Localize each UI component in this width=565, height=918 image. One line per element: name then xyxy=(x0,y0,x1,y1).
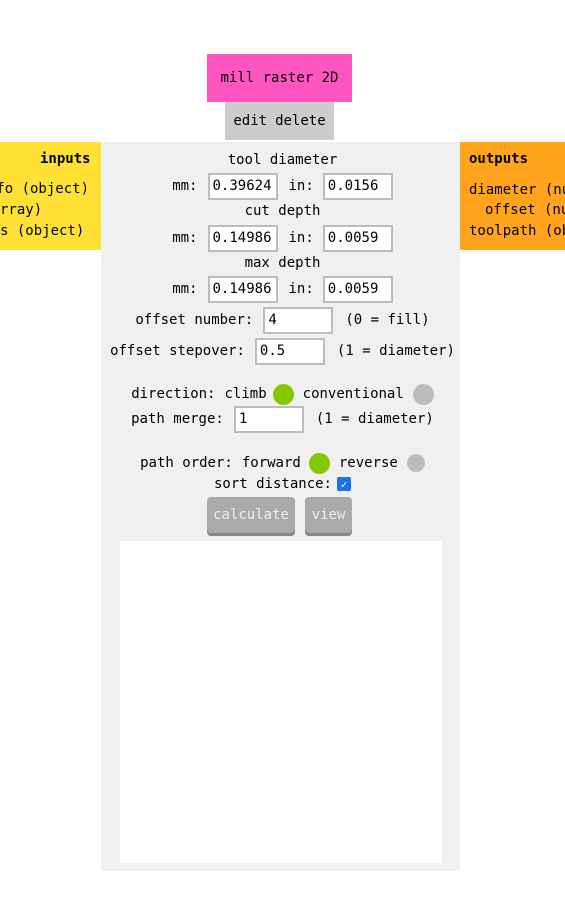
offset-stepover-label: offset stepover: xyxy=(110,343,245,359)
sort-distance-checkbox[interactable]: ✓ xyxy=(337,477,351,491)
climb-label: climb xyxy=(224,386,267,402)
reverse-label: reverse xyxy=(338,455,398,471)
forward-radio[interactable] xyxy=(308,452,330,474)
cut-depth-mm-input[interactable] xyxy=(207,224,278,252)
offset-stepover-hint: (1 = diameter) xyxy=(336,343,455,359)
sort-distance-row: sort distance: ✓ xyxy=(0,474,565,494)
tool-diameter-mm-input[interactable] xyxy=(207,172,278,200)
conventional-label: conventional xyxy=(302,386,404,402)
output-port-toolpath[interactable]: toolpath (ob xyxy=(469,223,565,239)
max-depth-mm-label: mm: xyxy=(172,281,198,297)
max-depth-in-input[interactable] xyxy=(322,275,393,303)
max-depth-label: max depth xyxy=(244,255,321,271)
view-button[interactable]: view xyxy=(305,497,352,533)
input-port-array[interactable]: rray) xyxy=(0,202,43,218)
offset-number-row: offset number: (0 = fill) xyxy=(0,306,565,334)
module-title-label: mill raster 2D xyxy=(220,70,339,86)
module-title[interactable]: mill raster 2D xyxy=(207,54,352,102)
tool-diameter-label: tool diameter xyxy=(227,152,338,168)
cut-depth-in-label: in: xyxy=(288,230,314,246)
max-depth-row: mm: in: xyxy=(0,275,565,303)
offset-number-hint: (0 = fill) xyxy=(345,312,430,328)
offset-number-label: offset number: xyxy=(135,312,254,328)
edit-bar: edit delete xyxy=(225,102,334,140)
direction-label: direction: xyxy=(131,386,216,402)
cut-depth-heading: cut depth xyxy=(0,202,565,220)
max-depth-in-label: in: xyxy=(288,281,314,297)
path-merge-row: path merge: (1 = diameter) xyxy=(0,405,565,433)
output-port-diameter[interactable]: diameter (nu xyxy=(469,182,565,198)
forward-label: forward xyxy=(241,455,301,471)
calculate-button-label: calculate xyxy=(213,507,289,523)
tool-diameter-in-label: in: xyxy=(288,178,314,194)
tool-diameter-mm-label: mm: xyxy=(172,178,198,194)
max-depth-mm-input[interactable] xyxy=(207,275,278,303)
delete-button[interactable]: delete xyxy=(275,113,326,129)
path-merge-input[interactable] xyxy=(233,405,304,433)
inputs-panel: inputs fo (object) rray) s (object) xyxy=(0,142,101,250)
inputs-title: inputs xyxy=(40,151,91,167)
climb-radio[interactable] xyxy=(272,383,294,405)
conventional-radio[interactable] xyxy=(412,383,434,405)
max-depth-heading: max depth xyxy=(0,254,565,272)
tool-diameter-heading: tool diameter xyxy=(0,151,565,169)
tool-diameter-in-input[interactable] xyxy=(322,172,393,200)
cut-depth-mm-label: mm: xyxy=(172,230,198,246)
offset-stepover-row: offset stepover: (1 = diameter) xyxy=(0,337,565,365)
toolpath-preview-canvas xyxy=(120,541,442,863)
sort-distance-label: sort distance: xyxy=(213,476,332,492)
cut-depth-row: mm: in: xyxy=(0,224,565,252)
outputs-panel: outputs diameter (nu offset (nu toolpath… xyxy=(460,142,565,250)
tool-diameter-row: mm: in: xyxy=(0,172,565,200)
path-merge-hint: (1 = diameter) xyxy=(315,411,434,427)
edit-button[interactable]: edit xyxy=(233,113,268,129)
input-port-info[interactable]: fo (object) xyxy=(0,181,89,197)
input-port-settings[interactable]: s (object) xyxy=(0,223,85,239)
path-order-row: path order: forward reverse xyxy=(0,451,565,475)
offset-number-input[interactable] xyxy=(263,306,334,334)
path-merge-label: path merge: xyxy=(131,411,224,427)
direction-row: direction: climb conventional xyxy=(0,382,565,406)
cut-depth-in-input[interactable] xyxy=(322,224,393,252)
output-port-offset[interactable]: offset (nu xyxy=(485,202,565,218)
offset-stepover-input[interactable] xyxy=(254,337,325,365)
path-order-label: path order: xyxy=(140,455,233,471)
outputs-title: outputs xyxy=(469,151,529,167)
cut-depth-label: cut depth xyxy=(244,203,321,219)
calculate-button[interactable]: calculate xyxy=(207,497,295,533)
reverse-radio[interactable] xyxy=(406,454,425,472)
view-button-label: view xyxy=(311,507,346,523)
